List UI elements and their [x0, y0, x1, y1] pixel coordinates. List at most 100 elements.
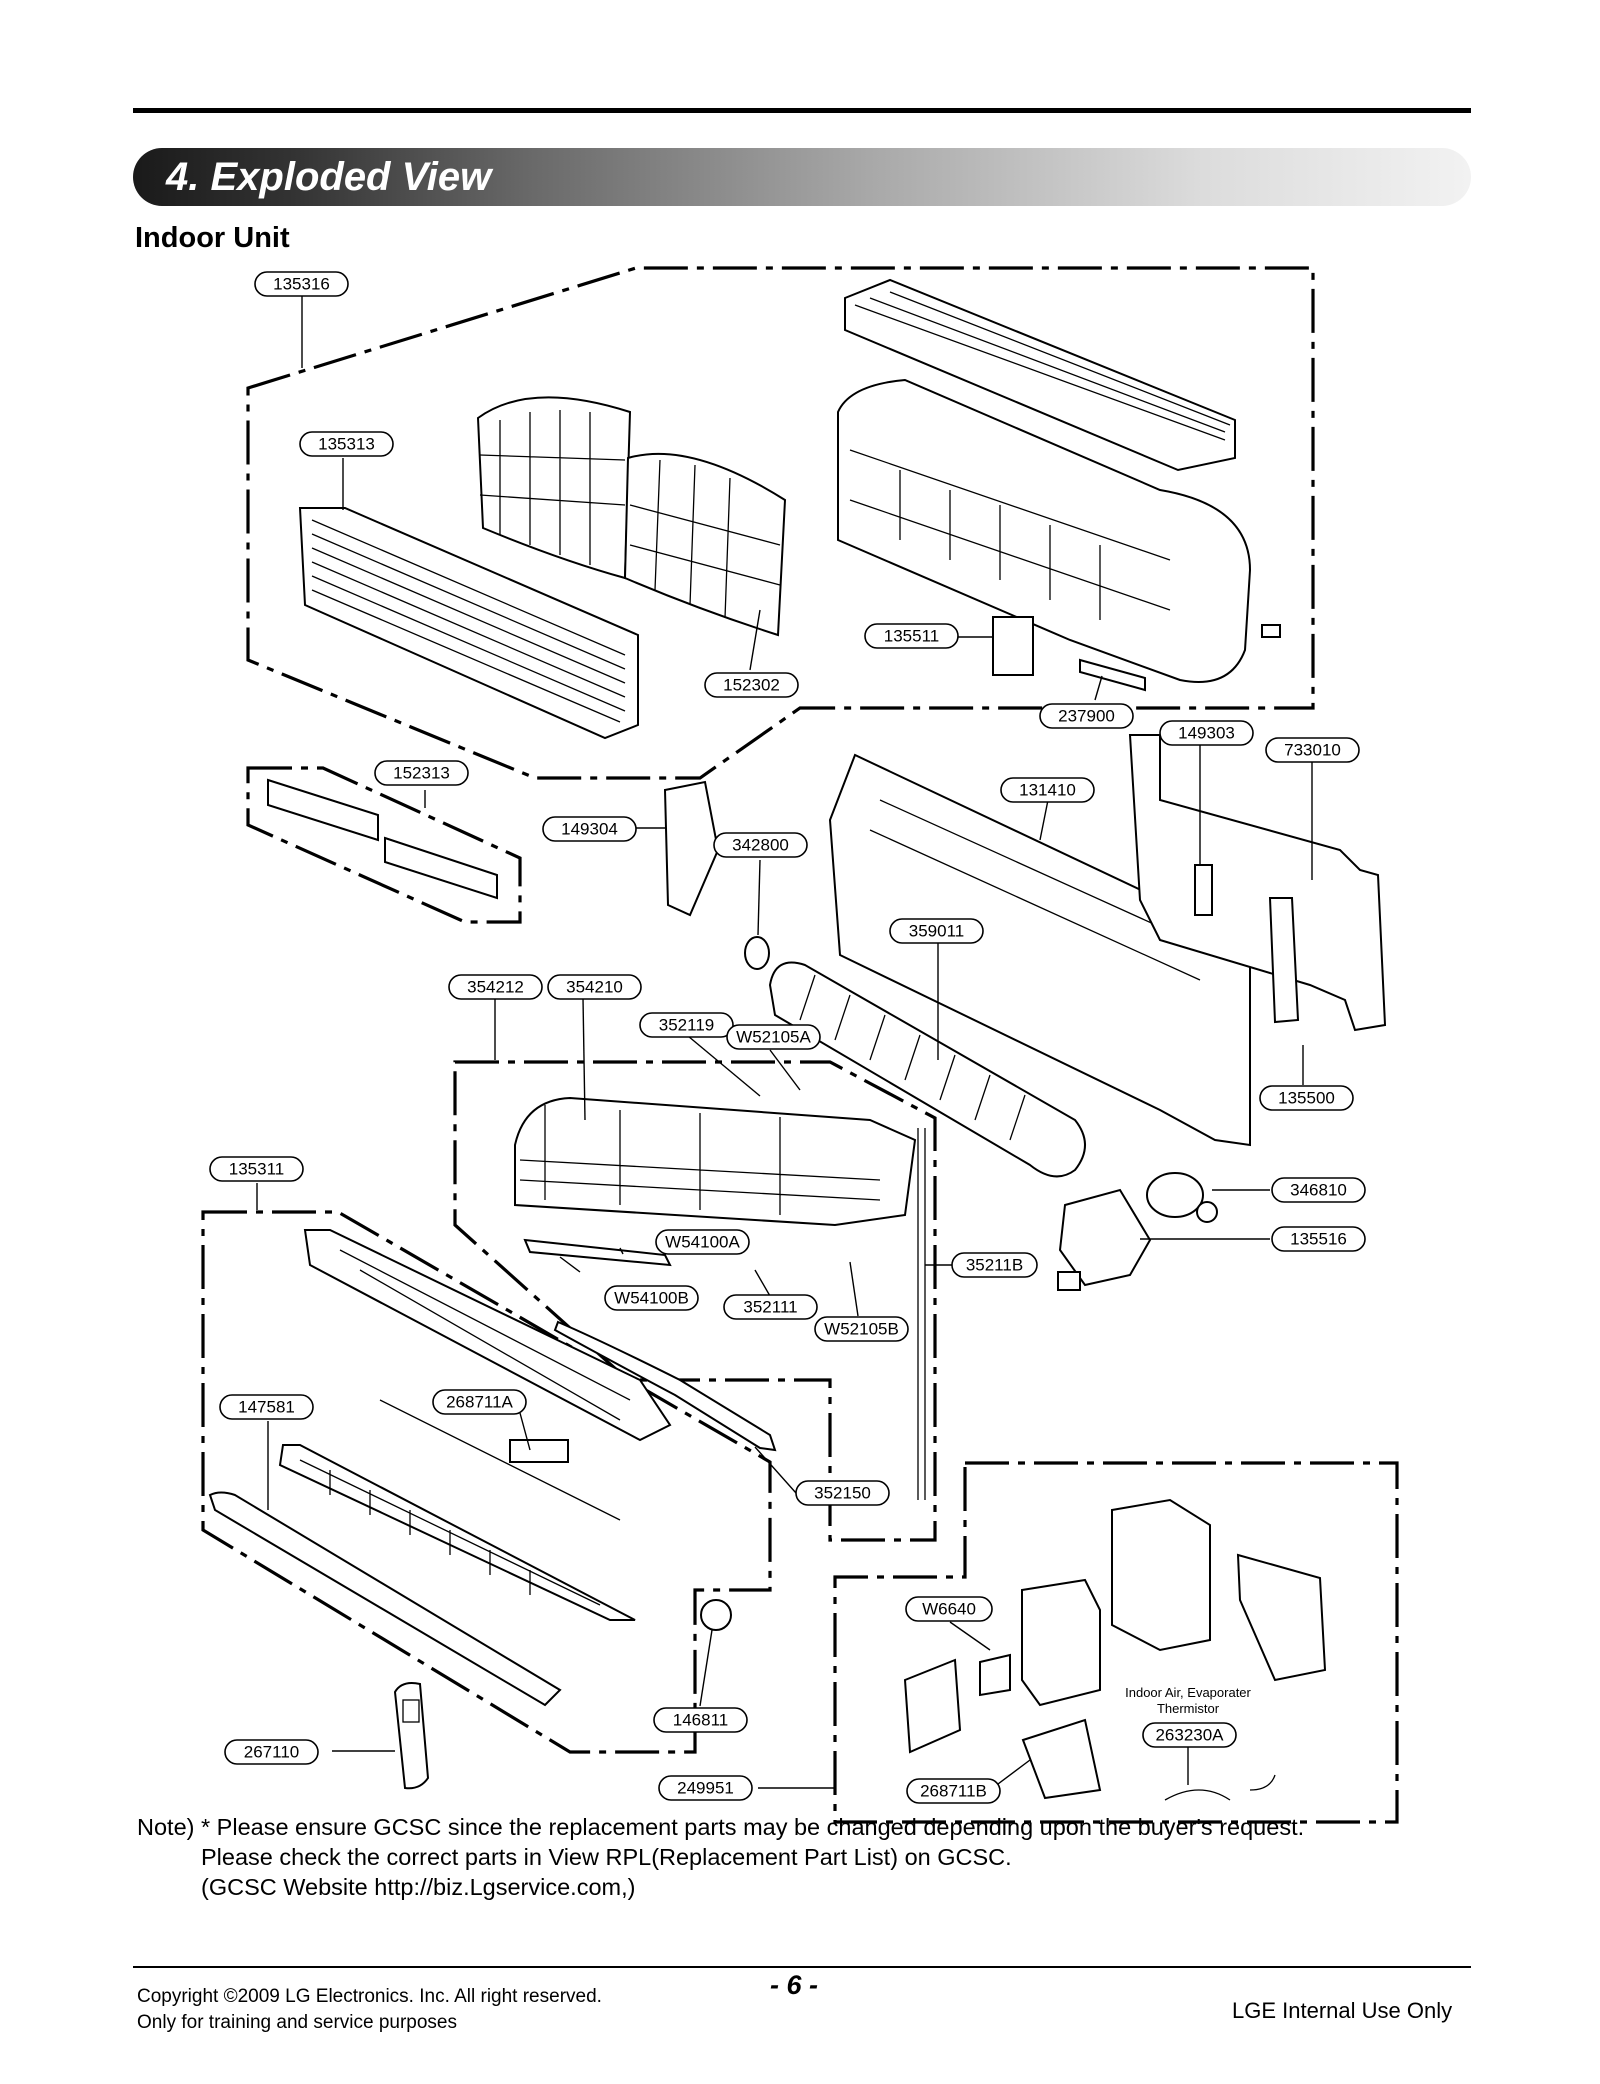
callout-label: 35211B: [966, 1256, 1023, 1275]
stepping-motor-part: [700, 1599, 732, 1631]
footer-left: Copyright ©2009 LG Electronics. Inc. All…: [137, 1984, 602, 2036]
callout-label: 354210: [566, 978, 623, 997]
callout-label: 135511: [884, 627, 939, 646]
fan-motor-part: [1146, 1172, 1218, 1223]
callout-135311: 135311: [209, 1156, 304, 1182]
indoor-unit-heading: Indoor Unit: [135, 222, 290, 254]
callout-label: 354212: [467, 978, 524, 997]
motor-cover-part: [1058, 1188, 1152, 1287]
callout-342800: 342800: [713, 832, 808, 858]
callout-135313: 135313: [299, 431, 394, 457]
callout-359011: 359011: [889, 918, 984, 944]
front-panel-part: [844, 278, 1236, 472]
callout-label: W54100B: [614, 1289, 689, 1308]
callout-label: 149303: [1178, 724, 1235, 743]
control-box-part: [903, 1498, 1327, 1800]
internal-use-label: LGE Internal Use Only: [1232, 1998, 1453, 2023]
callout-W52105A: W52105A: [726, 1024, 821, 1050]
section-banner: 4. Exploded View: [133, 148, 1471, 206]
callout-label: 152313: [393, 764, 450, 783]
discharge-assembly-part: [303, 1229, 672, 1442]
callout-label: W52105B: [824, 1320, 899, 1339]
callout-label: 263230A: [1155, 1726, 1224, 1745]
note-line-2: Please check the correct parts in View R…: [201, 1844, 1012, 1870]
callout-label: 135311: [229, 1160, 284, 1179]
callout-152313: 152313: [374, 760, 469, 786]
callout-label: 352111: [743, 1298, 797, 1317]
callout-label: W52105A: [736, 1028, 811, 1047]
callout-263230A: 263230A: [1142, 1722, 1237, 1748]
leader-lines: [256, 296, 1313, 1791]
top-rule: [133, 108, 1471, 113]
thermistor-part: [1164, 1774, 1276, 1801]
callout-733010: 733010: [1265, 737, 1360, 763]
remote-control-part: [393, 1682, 430, 1790]
callout-268711B: 268711B: [906, 1778, 1001, 1804]
callout-346810: 346810: [1271, 1177, 1366, 1203]
callout-268711A: 268711A: [432, 1389, 527, 1415]
drain-pipe-part: [917, 1128, 926, 1500]
callout-249951: 249951: [658, 1775, 753, 1801]
cross-flow-fan-part: [768, 961, 1086, 1178]
callout-label: 147581: [238, 1398, 295, 1417]
louver-link-part: [379, 1399, 621, 1521]
callout-label: 359011: [909, 922, 964, 941]
discharge-group-boundary: [201, 1210, 772, 1754]
tape-strip-part: [523, 1238, 672, 1267]
callout-label: 237900: [1058, 707, 1115, 726]
page-number: - 6 -: [770, 1970, 819, 2000]
callout-label: W6640: [922, 1600, 976, 1619]
callout-135511: 135511: [864, 623, 959, 649]
vertical-louver-part: [278, 1444, 636, 1621]
display-window-part: [1079, 658, 1146, 692]
callout-label: 733010: [1284, 741, 1341, 760]
front-panel-group-boundary: [246, 266, 1315, 780]
chassis-front-part: [837, 378, 1252, 683]
replacement-note: Note) * Please ensure GCSC since the rep…: [137, 1812, 1304, 1902]
callout-352111: 352111: [723, 1294, 818, 1320]
callout-135500: 135500: [1259, 1085, 1354, 1111]
purpose-text: Only for training and service purposes: [137, 2012, 457, 2033]
front-grille-part: [298, 507, 639, 740]
callout-354212: 354212: [448, 974, 543, 1000]
copyright-text: Copyright ©2009 LG Electronics. Inc. All…: [137, 1986, 602, 2007]
display-cover-part: [992, 616, 1034, 676]
callout-352119: 352119: [639, 1012, 734, 1038]
drain-hose-part: [553, 1320, 777, 1452]
callout-label: 152302: [723, 676, 780, 695]
evaporator-part: [514, 1096, 917, 1227]
callout-35211B: 35211B: [951, 1252, 1038, 1278]
side-holder-right-part: [1268, 897, 1300, 1024]
callout-label: 346810: [1290, 1181, 1347, 1200]
callout-W54100A: W54100A: [655, 1229, 750, 1255]
callout-W6640: W6640: [905, 1596, 993, 1622]
installation-plate-part: [1128, 734, 1387, 1032]
callout-267110: 267110: [224, 1739, 319, 1765]
filter-group-boundary: [246, 766, 522, 924]
bottom-rule: [133, 1966, 1471, 1968]
callout-label: 135500: [1278, 1089, 1335, 1108]
pcb-connector-part: [509, 1439, 569, 1463]
callout-label: 267110: [244, 1743, 299, 1762]
callout-W54100B: W54100B: [604, 1285, 699, 1311]
clip-part: [1194, 864, 1213, 916]
callout-W52105B: W52105B: [814, 1316, 909, 1342]
callout-135516: 135516: [1271, 1226, 1366, 1252]
small-clip-part: [1261, 624, 1281, 638]
note-line-1: Note) * Please ensure GCSC since the rep…: [137, 1814, 1305, 1840]
callout-label: 352150: [814, 1484, 871, 1503]
side-holder-left-part: [663, 780, 720, 917]
callout-label: 131410: [1019, 781, 1076, 800]
callout-label: 135313: [318, 435, 375, 454]
callout-label: 146811: [673, 1711, 728, 1730]
chassis-part: [828, 753, 1251, 1147]
callout-135316: 135316: [254, 271, 349, 297]
callout-label: 149304: [561, 820, 618, 839]
callout-label: 268711A: [446, 1393, 513, 1412]
bearing-part: [744, 936, 770, 970]
deodorizing-filter-part: [267, 778, 498, 900]
callout-label: 268711B: [920, 1782, 987, 1801]
horizontal-louver-part: [208, 1491, 562, 1707]
thermistor-annotation-line2: Thermistor: [1157, 1701, 1220, 1716]
